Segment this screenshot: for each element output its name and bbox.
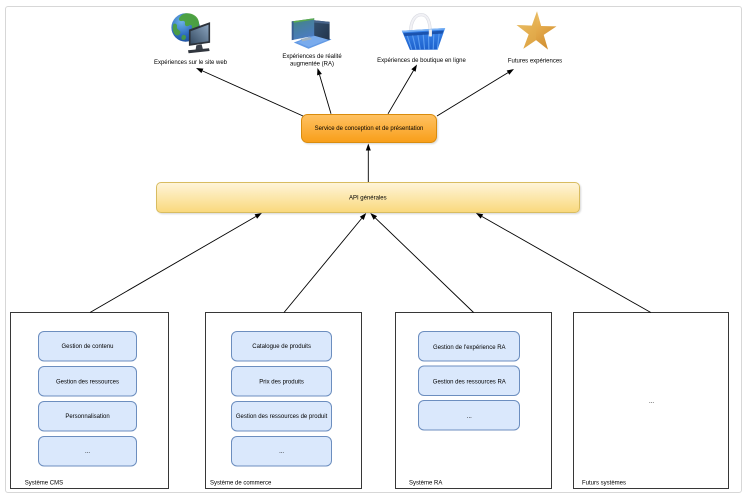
svg-text:Gestion des ressources: Gestion des ressources xyxy=(56,379,119,385)
svg-text:Gestion des ressources RA: Gestion des ressources RA xyxy=(433,379,506,385)
svg-text:Prix des produits: Prix des produits xyxy=(259,379,304,385)
svg-text:...: ... xyxy=(649,399,654,405)
svg-text:Expériences sur le site web: Expériences sur le site web xyxy=(154,60,228,66)
svg-text:Catalogue de produits: Catalogue de produits xyxy=(252,344,311,350)
svg-text:Gestion de contenu: Gestion de contenu xyxy=(61,344,113,350)
svg-text:augmentée (RA): augmentée (RA) xyxy=(290,62,334,68)
svg-text:Service de conception et de pr: Service de conception et de présentation xyxy=(315,126,424,132)
svg-text:Système de commerce: Système de commerce xyxy=(210,481,272,487)
svg-text:Gestion des ressources de prod: Gestion des ressources de produit xyxy=(236,414,328,420)
svg-text:Expériences de boutique en lig: Expériences de boutique en ligne xyxy=(377,58,466,64)
svg-text:Système RA: Système RA xyxy=(409,481,442,487)
svg-text:Gestion de l'expérience RA: Gestion de l'expérience RA xyxy=(433,345,506,351)
svg-text:Système CMS: Système CMS xyxy=(25,481,63,487)
svg-text:Expériences de réalité: Expériences de réalité xyxy=(282,54,342,60)
svg-text:...: ... xyxy=(467,414,472,420)
svg-text:Futures expériences: Futures expériences xyxy=(508,59,562,65)
svg-text:API générales: API générales xyxy=(349,196,387,202)
svg-text:...: ... xyxy=(279,449,284,455)
svg-text:Futurs systèmes: Futurs systèmes xyxy=(582,481,626,487)
svg-text:Personnalisation: Personnalisation xyxy=(65,414,109,420)
svg-text:...: ... xyxy=(85,449,90,455)
